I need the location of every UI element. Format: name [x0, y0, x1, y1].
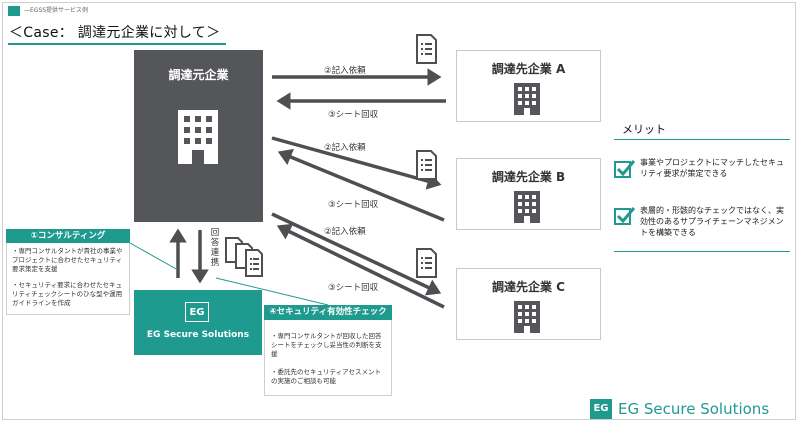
building-icon: [514, 83, 540, 115]
merit-item-2: 表層的・形骸的なチェックではなく、実効性のあるサプライチェーンマネジメントを構築…: [640, 206, 784, 237]
document-icon: [416, 150, 437, 180]
request-arrow-c: [271, 212, 442, 296]
check-title: ④セキュリティ有効性チェック: [264, 305, 392, 320]
check-bullet-2: ・委託先のセキュリティアセスメントの実施のご相談も可能: [271, 368, 381, 385]
check-connector: [215, 277, 329, 306]
return-label-a: ③シート回収: [328, 110, 379, 120]
vendor-c-label: 調達先企業 C: [492, 280, 565, 294]
return-label-b: ③シート回収: [328, 200, 379, 210]
check-box: ・専門コンサルタントが回収した回答シートをチェックし妥当性の判断を支援 ・委託先…: [264, 320, 392, 396]
merit-item-1: 事業やプロジェクトにマッチしたセキュリティ要求が策定できる: [640, 158, 784, 178]
building-icon: [514, 191, 540, 223]
return-arrow-c: [276, 223, 445, 309]
consulting-bullet-2: ・セキュリティ要求に合わせたセキュリティチェックシートのひな型や運用ガイドライン…: [12, 281, 123, 307]
document-icon: [416, 248, 437, 278]
consulting-box: ・専門コンサルタントが貴社の事業やプロジェクトに合わせたセキュリティ要求策定を支…: [6, 243, 130, 315]
consulting-bullet-1: ・専門コンサルタントが貴社の事業やプロジェクトに合わせたセキュリティ要求策定を支…: [12, 247, 123, 273]
eg-logo-icon: EG: [185, 302, 209, 322]
merit-top-line: [614, 139, 790, 140]
procurer-box: 調達元企業: [134, 50, 263, 222]
building-icon: [178, 110, 218, 164]
document-icon: [416, 34, 437, 64]
request-label-b: ②記入依頼: [324, 143, 366, 153]
egss-box-label: EG Secure Solutions: [146, 330, 250, 340]
vendor-c-box: 調達先企業 C: [456, 268, 601, 340]
consult-connector: [129, 242, 179, 271]
vendor-a-label: 調達先企業 A: [491, 62, 566, 76]
slide-frame: [2, 2, 796, 420]
header-tag: ―EGSS提供サービス例: [24, 7, 89, 14]
documents-stack-icon: [225, 237, 263, 277]
merit-title: メリット: [622, 123, 666, 136]
checkbox-icon: [614, 160, 636, 178]
return-label-c: ③シート回収: [328, 283, 379, 293]
egss-box: EG EG Secure Solutions: [134, 290, 262, 355]
request-label-a: ②記入依頼: [324, 66, 366, 76]
header-tag-marker: [8, 6, 20, 16]
vendor-b-box: 調達先企業 B: [456, 158, 601, 230]
request-arrow-b: [271, 136, 442, 190]
footer-logo-text: EG Secure Solutions: [618, 400, 770, 418]
checkbox-icon: [614, 207, 636, 225]
merit-bottom-line: [614, 251, 790, 252]
footer-eg-logo-icon: EG: [590, 399, 612, 419]
page-title: ＜Case： 調達元企業に対して＞: [9, 25, 221, 41]
consulting-title: ①コンサルティング: [6, 229, 130, 243]
vendor-b-label: 調達先企業 B: [491, 170, 566, 184]
title-underline: [8, 43, 226, 45]
building-icon: [514, 301, 540, 333]
request-label-c: ②記入依頼: [324, 227, 366, 237]
return-arrow-b: [277, 148, 445, 222]
procurer-label: 調達元企業: [168, 68, 229, 82]
vendor-a-box: 調達先企業 A: [456, 50, 601, 122]
check-bullet-1: ・専門コンサルタントが回収した回答シートをチェックし妥当性の判断を支援: [271, 332, 382, 358]
answer-link-label: 回答連携: [210, 228, 220, 268]
